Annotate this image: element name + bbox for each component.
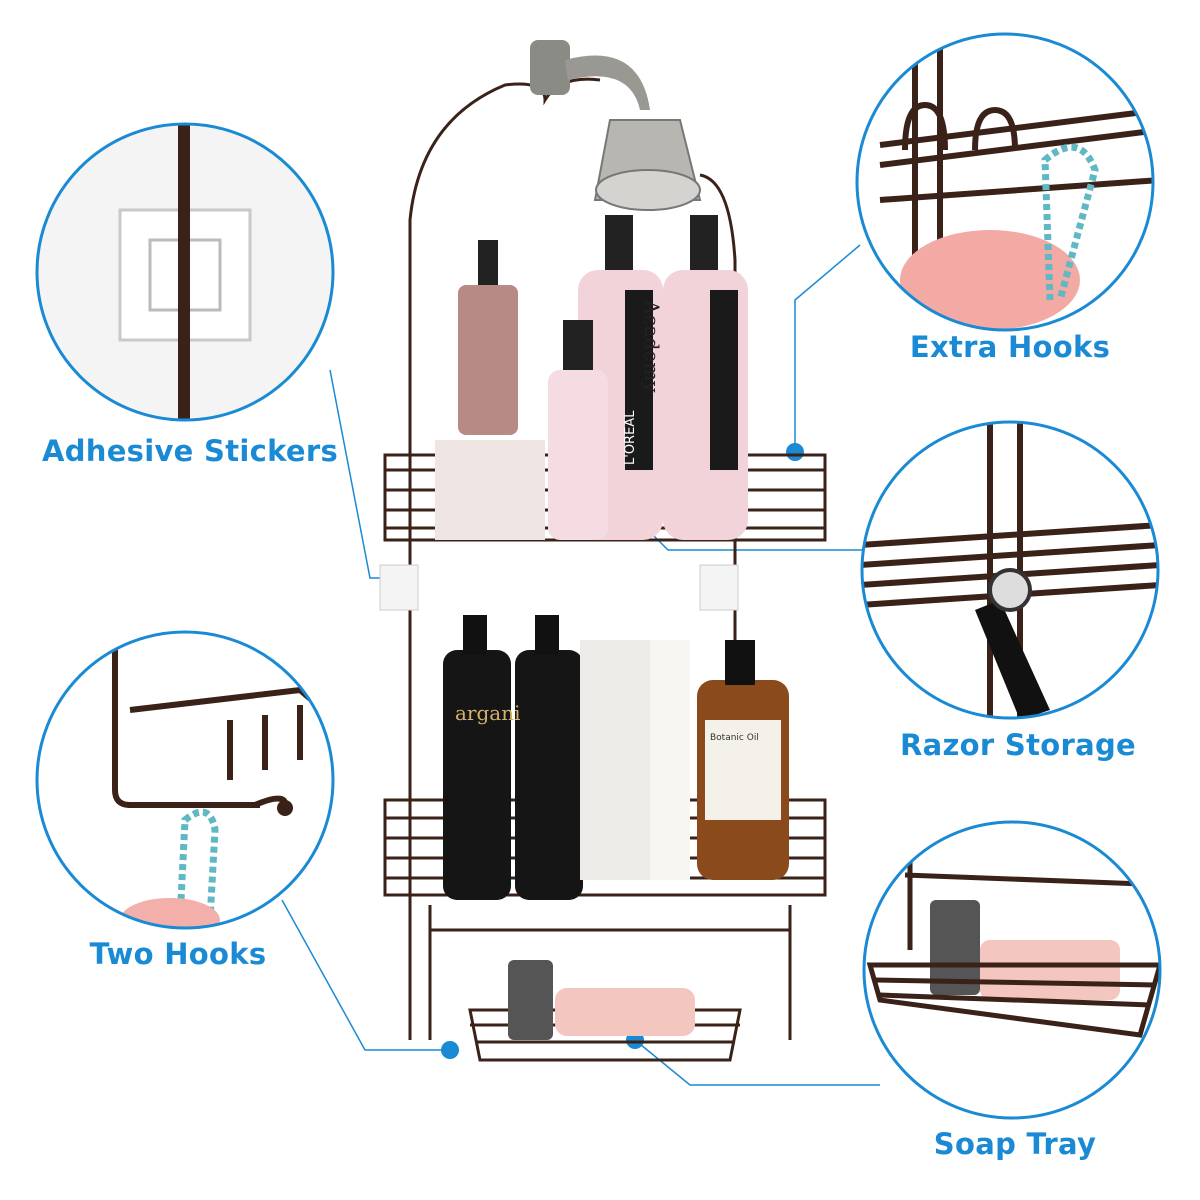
extra-hooks-closeup [857, 34, 1153, 330]
amber-bottle-text: Botanic Oil [710, 733, 759, 743]
adhesive-sticker [379, 564, 419, 611]
bottle-brand-text: Academy [640, 299, 664, 393]
bottle-brand-2-text: L'OREAL [623, 410, 638, 465]
feature-label-two-hooks: Two Hooks [89, 937, 267, 971]
adhesive-sticker [699, 564, 739, 611]
adhesive-sticker-closeup [37, 124, 333, 420]
razor-storage-closeup [862, 422, 1158, 718]
callout-dot [786, 443, 804, 461]
feature-label-razor-storage: Razor Storage [900, 728, 1136, 762]
top-shelf-products [435, 215, 748, 540]
two-hooks-closeup [37, 632, 333, 928]
middle-shelf-products [443, 615, 789, 900]
feature-label-soap-tray: Soap Tray [933, 1127, 1097, 1161]
callout-dot [441, 1041, 459, 1059]
black-bottle-text: argani [455, 701, 521, 725]
deodorant [508, 960, 553, 1040]
soap-tray-closeup [864, 822, 1160, 1118]
feature-label-adhesive-stickers: Adhesive Stickers [41, 434, 339, 468]
feature-label-extra-hooks: Extra Hooks [909, 330, 1111, 364]
soap-bar [555, 988, 695, 1036]
shower-head-icon [530, 40, 702, 211]
closeup-circle-borders [35, 32, 1162, 1120]
